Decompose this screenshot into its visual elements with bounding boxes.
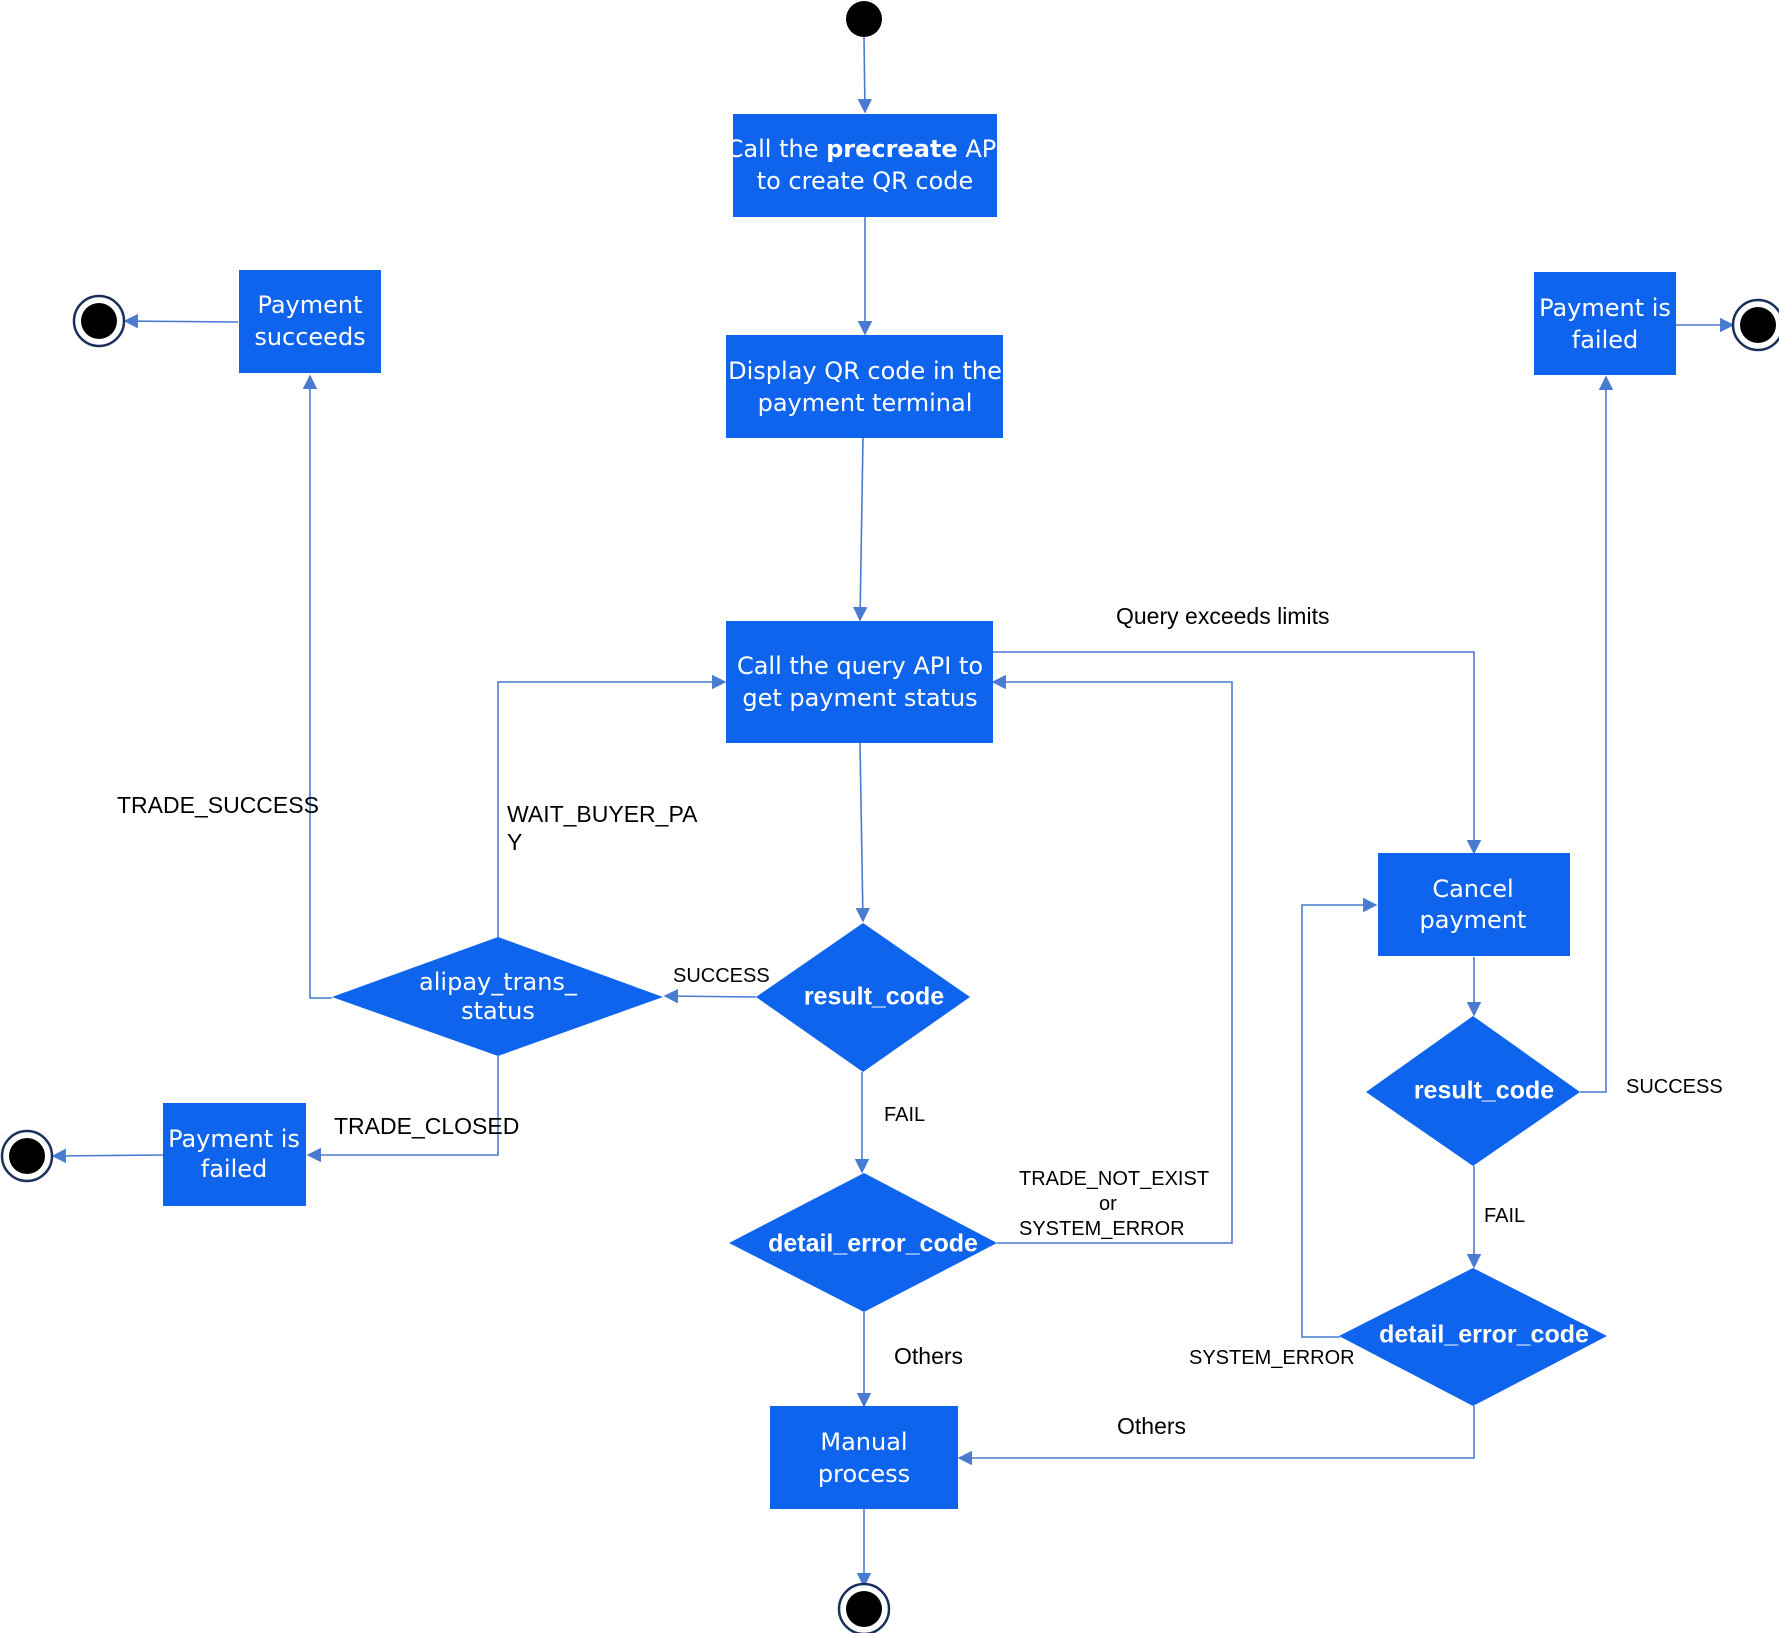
- edge-query-exceeds: [993, 651, 1482, 855]
- node-detail-error-main: detail_error_code: [729, 1173, 997, 1312]
- trans-status-line1: alipay_trans_: [419, 968, 578, 996]
- payment-failed-left-line2: failed: [201, 1155, 268, 1183]
- edge-cancel-detail-retry: [1301, 897, 1378, 1338]
- end-node-succeeds: [72, 294, 126, 348]
- label-others-cancel: Others: [1117, 1413, 1186, 1439]
- payment-succeeds-line2: succeeds: [254, 323, 365, 351]
- node-payment-succeeds: Payment succeeds: [239, 270, 381, 373]
- edge-result-success: [663, 988, 757, 1004]
- result-code-main-label: result_code: [804, 983, 944, 1011]
- end-node-manual: [837, 1582, 891, 1633]
- edge-wait-buyer-pay: [497, 674, 727, 937]
- label-query-exceeds: Query exceeds limits: [1116, 603, 1329, 629]
- label-system-error-cancel: SYSTEM_ERROR: [1189, 1347, 1355, 1369]
- edge-cancel-detail-others: [957, 1406, 1475, 1466]
- end-node-failed-right: [1731, 298, 1779, 352]
- detail-error-cancel-label: detail_error_code: [1379, 1321, 1589, 1349]
- label-trade-not-exist: TRADE_NOT_EXIST: [1019, 1168, 1209, 1190]
- label-or: or: [1099, 1193, 1117, 1215]
- node-alipay-trans-status: alipay_trans_ status: [332, 937, 663, 1056]
- edge-detail-retry-query: [991, 674, 1233, 1244]
- node-manual-process: Manual process: [770, 1406, 958, 1509]
- node-result-code-cancel: result_code: [1366, 1016, 1580, 1166]
- node-display-qr: Display QR code in the payment terminal: [726, 335, 1003, 438]
- label-trade-success: TRADE_SUCCESS: [117, 792, 319, 818]
- payment-failed-right-line1: Payment is: [1539, 294, 1671, 322]
- start-node: [846, 1, 882, 37]
- edge-trade-success: [302, 374, 332, 999]
- node-query: Call the query API to get payment status: [726, 621, 993, 743]
- label-others-main: Others: [894, 1343, 963, 1369]
- payment-failed-right-line2: failed: [1572, 326, 1639, 354]
- node-payment-failed-left: Payment is failed: [163, 1103, 306, 1206]
- node-cancel-payment: Cancel payment: [1378, 853, 1570, 956]
- detail-error-main-label: detail_error_code: [768, 1230, 978, 1258]
- precreate-line2: to create QR code: [757, 167, 974, 195]
- edge-query-to-result: [855, 742, 870, 923]
- edge-display-to-query: [853, 437, 868, 622]
- result-code-cancel-label: result_code: [1414, 1077, 1554, 1105]
- node-detail-error-cancel: detail_error_code: [1339, 1268, 1607, 1406]
- label-wait-buyer-line1: WAIT_BUYER_PA: [507, 801, 698, 827]
- cancel-payment-line2: payment: [1420, 906, 1527, 934]
- payment-succeeds-line1: Payment: [257, 291, 362, 319]
- display-qr-line1: Display QR code in the: [728, 357, 1002, 385]
- label-success-cancel: SUCCESS: [1626, 1076, 1723, 1098]
- display-qr-line2: payment terminal: [758, 389, 973, 417]
- label-trade-closed: TRADE_CLOSED: [334, 1113, 519, 1139]
- precreate-line1: Call the precreate API: [727, 135, 1004, 163]
- node-result-code-main: result_code: [756, 923, 970, 1072]
- node-payment-failed-right: Payment is failed: [1534, 272, 1676, 375]
- edge-cancel-result-success: [1580, 375, 1614, 1093]
- manual-process-line1: Manual: [820, 1428, 907, 1456]
- query-line2: get payment status: [742, 684, 977, 712]
- edge-labels: Query exceeds limits TRADE_SUCCESS WAIT_…: [117, 603, 1723, 1439]
- end-node-failed-left: [0, 1129, 54, 1183]
- node-precreate: Call the precreate API to create QR code: [727, 114, 1004, 217]
- label-wait-buyer-line2: Y: [507, 829, 522, 855]
- label-success-main: SUCCESS: [673, 965, 770, 987]
- label-fail-main: FAIL: [884, 1104, 925, 1126]
- trans-status-line2: status: [461, 997, 535, 1025]
- edge-start-to-precreate: [857, 36, 873, 114]
- edge-succeeds-to-end: [123, 313, 239, 329]
- label-system-error-main: SYSTEM_ERROR: [1019, 1218, 1185, 1240]
- edge-trade-closed: [306, 1056, 499, 1163]
- query-line1: Call the query API to: [737, 652, 983, 680]
- label-fail-cancel: FAIL: [1484, 1205, 1525, 1227]
- cancel-payment-line1: Cancel: [1432, 875, 1513, 903]
- edges: [51, 36, 1735, 1588]
- payment-failed-left-line1: Payment is: [168, 1125, 300, 1153]
- edge-failed-left-to-end: [51, 1148, 164, 1164]
- manual-process-line2: process: [818, 1460, 910, 1488]
